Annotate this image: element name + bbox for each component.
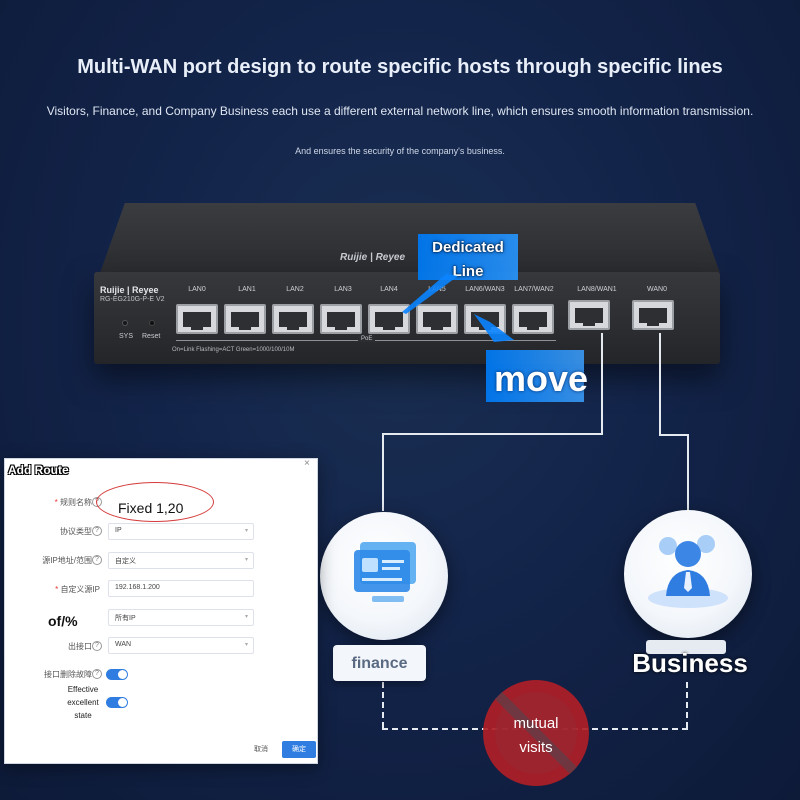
business-node — [624, 510, 752, 638]
form-label: 协议类型 — [60, 527, 92, 536]
port-label: LAN0 — [188, 286, 206, 293]
port-label: LAN4 — [380, 286, 398, 293]
connection-line — [687, 434, 689, 512]
port-label: LAN7/WAN2 — [514, 286, 554, 293]
ethernet-port-icon[interactable] — [416, 304, 458, 334]
port-legend: On=Link Flashing=ACT Green=1000/100/10M — [172, 347, 295, 353]
switch-top-logo: Ruijie | Reyee — [340, 252, 406, 263]
port-label: LAN8/WAN1 — [577, 286, 617, 293]
sys-label: SYS — [119, 333, 134, 340]
failover-toggle[interactable] — [106, 669, 128, 680]
switch-top-panel — [100, 203, 720, 273]
outgoing-interface-select[interactable]: WAN▾ — [108, 637, 254, 654]
annotation-fixed: Fixed 1,20 — [118, 500, 184, 516]
subheadline: Visitors, Finance, and Company Business … — [46, 104, 754, 118]
help-icon[interactable]: ? — [92, 641, 102, 651]
port-label: LAN6/WAN3 — [465, 286, 505, 293]
reset-button[interactable] — [149, 320, 155, 326]
chevron-down-icon: ▾ — [244, 557, 248, 563]
subheadline-secondary: And ensures the security of the company'… — [295, 146, 505, 156]
cancel-button[interactable]: 取消 — [254, 746, 268, 753]
form-label: * 规则名称 — [54, 498, 92, 507]
brand-logo: Ruijie | Reyee — [100, 285, 159, 295]
enable-toggle[interactable] — [106, 697, 128, 708]
dashed-line — [686, 682, 688, 728]
business-pill — [646, 640, 726, 654]
chevron-down-icon: ▾ — [244, 642, 248, 648]
finance-icon — [354, 542, 416, 602]
poe-label: PoE — [358, 336, 376, 342]
sys-led-icon — [122, 320, 128, 326]
form-label: 出接口 — [68, 642, 92, 651]
move-callout — [486, 350, 584, 402]
prohibited-icon — [483, 680, 589, 786]
annotation-effective: Effective excellent state — [67, 685, 99, 720]
ethernet-port-icon[interactable] — [512, 304, 554, 334]
model-number: RG-EG210G-P-E V2 — [100, 296, 165, 303]
help-icon[interactable]: ? — [92, 669, 102, 679]
form-label: * 自定义源IP — [55, 585, 100, 594]
connection-line — [382, 433, 384, 511]
move-label: move — [493, 358, 589, 399]
custom-source-ip-input[interactable]: 192.168.1.200 — [108, 580, 254, 597]
dedicated-line-label: Dedicated Line — [432, 239, 504, 280]
reset-label: Reset — [142, 333, 161, 340]
close-icon[interactable]: × — [304, 458, 310, 469]
callout-arrows — [402, 274, 514, 342]
connection-line — [383, 433, 603, 435]
headline: Multi-WAN port design to route specific … — [77, 56, 723, 78]
dedicated-line-callout — [418, 234, 518, 280]
annotation-of: of/% — [48, 613, 78, 629]
connection-line — [601, 333, 603, 434]
annotation-ellipse — [96, 482, 214, 522]
ethernet-port-icon[interactable] — [368, 304, 410, 334]
port-label: WAN0 — [647, 286, 667, 293]
finance-node — [320, 512, 448, 640]
ethernet-port-icon[interactable] — [224, 304, 266, 334]
connection-line — [659, 434, 689, 436]
help-icon[interactable]: ? — [92, 555, 102, 565]
source-ip-range-select[interactable]: 自定义▾ — [108, 552, 254, 569]
ethernet-port-icon[interactable] — [632, 300, 674, 330]
finance-label: finance — [351, 655, 408, 672]
port-label: LAN2 — [286, 286, 304, 293]
business-users-icon — [648, 535, 728, 608]
chevron-down-icon: ▾ — [244, 528, 248, 534]
chevron-down-icon: ▾ — [244, 614, 248, 620]
form-label: 接口删除故障 — [44, 670, 92, 679]
dialog-title: Add Route — [8, 463, 69, 477]
dashed-line — [382, 682, 384, 728]
help-icon[interactable]: ? — [92, 526, 102, 536]
ok-button[interactable]: 确定 — [282, 741, 316, 758]
port-label: LAN1 — [238, 286, 256, 293]
ethernet-port-icon[interactable] — [320, 304, 362, 334]
finance-pill — [333, 645, 426, 681]
port-label: LAN3 — [334, 286, 352, 293]
ethernet-port-icon[interactable] — [568, 300, 610, 330]
destination-ip-select[interactable]: 所有IP▾ — [108, 609, 254, 626]
connection-line — [659, 333, 661, 435]
mutual-visits-label: mutual visits — [513, 715, 559, 756]
ethernet-port-icon[interactable] — [272, 304, 314, 334]
form-label: 源IP地址/范围 — [42, 556, 92, 565]
ethernet-port-icon[interactable] — [176, 304, 218, 334]
protocol-select[interactable]: IP▾ — [108, 523, 254, 540]
business-label: Business — [632, 648, 748, 678]
